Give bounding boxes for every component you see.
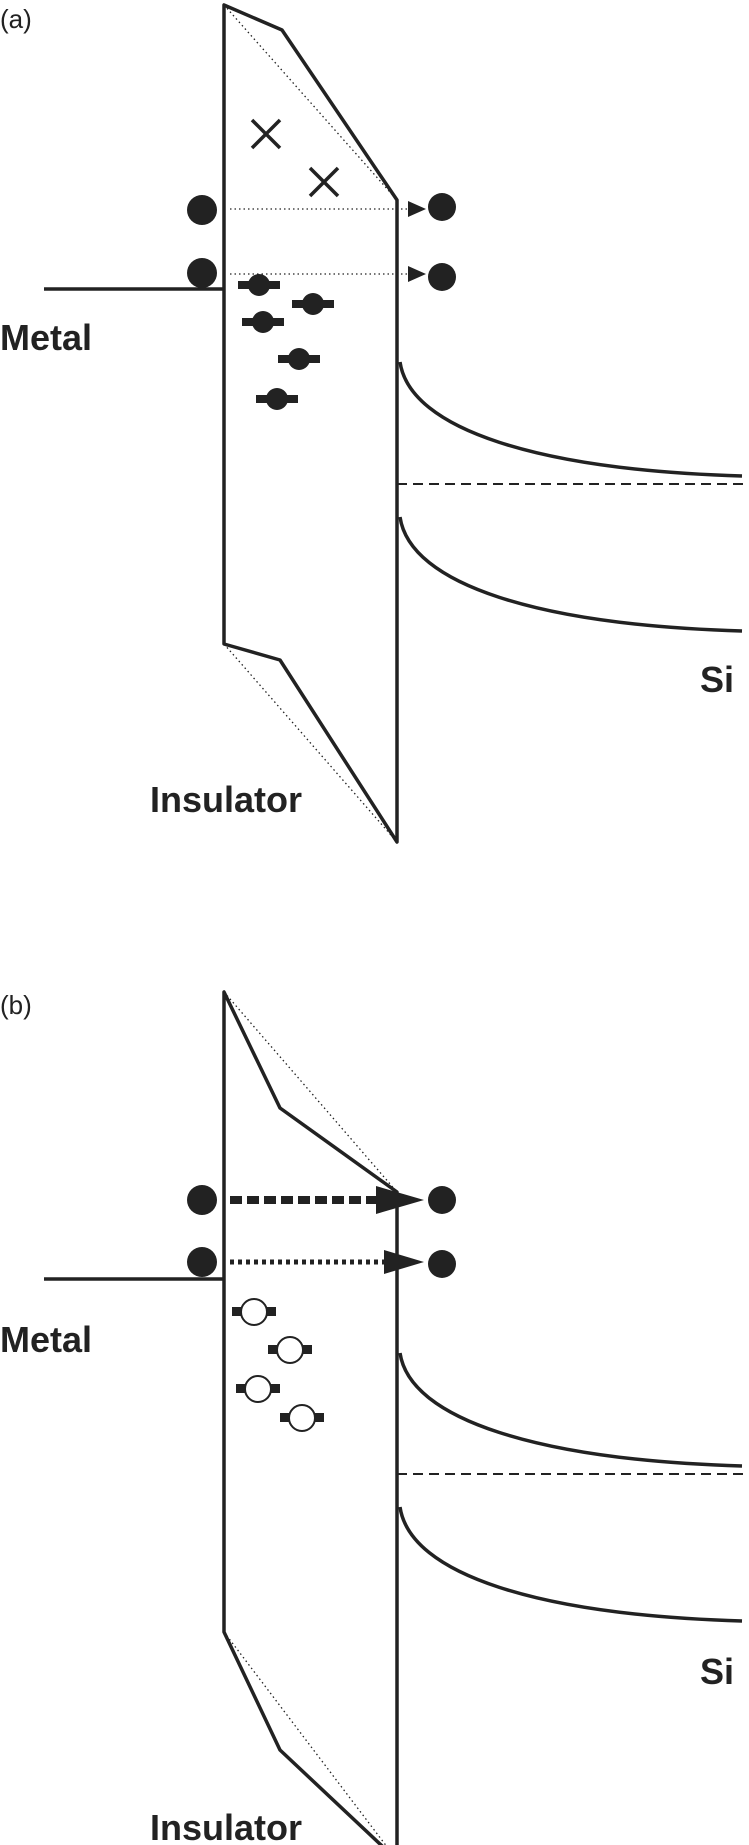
panel-a-trap-4 [278, 348, 320, 370]
panel-b-label: (b) [0, 990, 32, 1020]
panel-a-metal-electron-1 [187, 195, 217, 225]
panel-b-si-electron-1 [428, 1186, 456, 1214]
panel-a-defect-mark-2 [308, 166, 340, 198]
panel-b-trap-3 [236, 1375, 280, 1403]
panel-a-bottom-reference-line [223, 643, 398, 843]
panel-b-trap-1 [232, 1298, 276, 1326]
panel-a-insulator-label: Insulator [150, 779, 302, 820]
panel-b-metal-electron-2 [187, 1247, 217, 1277]
panel-a-trap-1 [238, 274, 280, 296]
panel-b-metal-label: Metal [0, 1319, 92, 1360]
panel-a-si-electron-1 [428, 193, 456, 221]
panel-a-trap-5 [256, 388, 298, 410]
panel-b-si-valence-band [398, 1506, 743, 1623]
panel-a-si-label: Si [700, 659, 734, 700]
panel-a-trap-2 [292, 293, 334, 315]
panel-b-trap-2 [268, 1336, 312, 1364]
panel-a-defect-mark-1 [250, 118, 282, 150]
panel-a-arrowhead-2 [408, 266, 426, 282]
panel-a-metal-electron-2 [187, 258, 217, 288]
panel-b-si-label: Si [700, 1651, 734, 1692]
panel-b-metal-electron-1 [187, 1185, 217, 1215]
panel-b-si-conduction-band [398, 1352, 743, 1468]
panel-a-label: (a) [0, 4, 32, 34]
panel-b-bottom-reference-line [223, 1631, 387, 1845]
panel-a-metal-label: Metal [0, 317, 92, 358]
panel-a: (a) [0, 3, 749, 844]
panel-a-trap-3 [242, 311, 284, 333]
panel-b: (b) [0, 990, 749, 1845]
panel-b-arrowhead-1 [376, 1186, 424, 1214]
panel-a-arrowhead-1 [408, 201, 426, 217]
panel-a-si-conduction-band [398, 361, 743, 478]
panel-a-si-electron-2 [428, 263, 456, 291]
panel-a-insulator-outline [222, 3, 399, 844]
panel-b-si-electron-2 [428, 1250, 456, 1278]
panel-b-top-reference-line [223, 991, 398, 1193]
panel-b-insulator-label: Insulator [150, 1807, 302, 1845]
panel-b-arrowhead-2 [384, 1250, 424, 1274]
panel-b-trap-4 [280, 1404, 324, 1432]
panel-a-si-valence-band [398, 516, 743, 633]
panel-a-top-reference-line [223, 4, 398, 201]
